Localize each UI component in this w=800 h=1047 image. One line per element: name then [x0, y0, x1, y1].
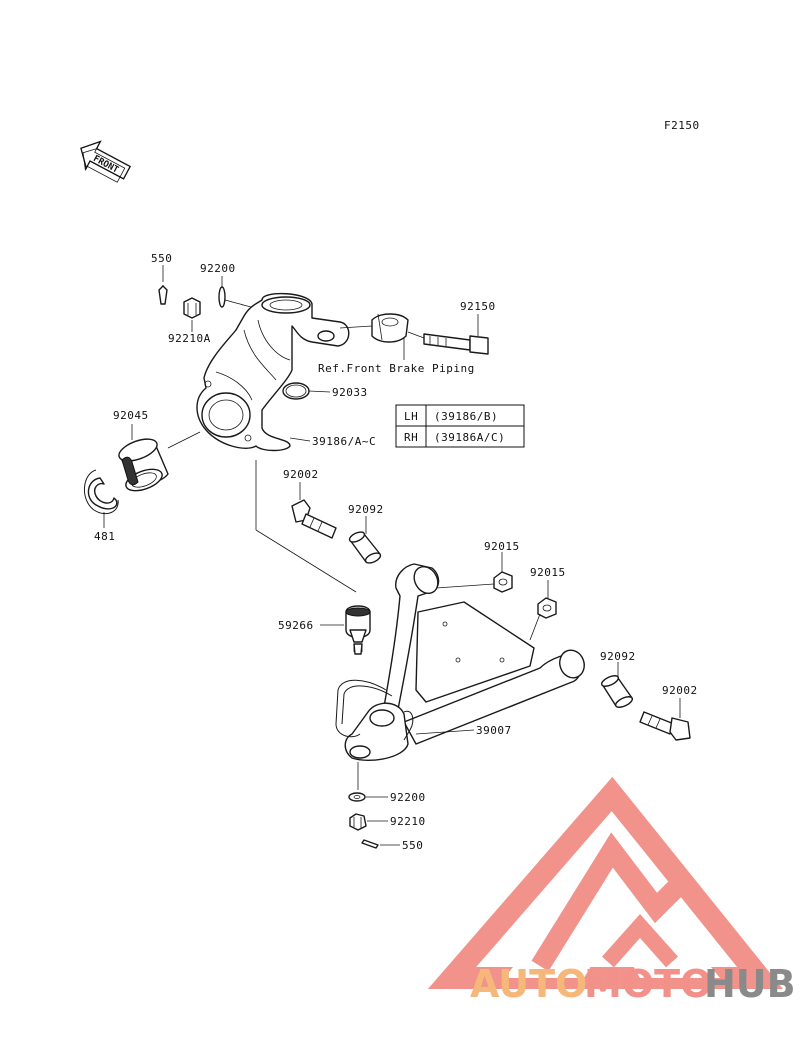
washer-top [218, 286, 226, 308]
snap-ring-92033 [282, 382, 310, 400]
washer-bottom [348, 792, 366, 802]
watermark-hub: HUB [704, 962, 796, 1006]
label-39186: 39186/A~C [312, 435, 376, 448]
label-92002-right: 92002 [662, 684, 698, 697]
label-481: 481 [94, 530, 115, 543]
label-92210A: 92210A [168, 332, 211, 345]
label-92033: 92033 [332, 386, 368, 399]
castle-nut-top [183, 297, 201, 319]
label-92210-bottom: 92210 [390, 815, 426, 828]
watermark-auto: AUTO [470, 962, 587, 1006]
cotter-pin-top [158, 285, 168, 305]
bushing-92092-right [600, 675, 634, 708]
watermark-moto: MOTO [584, 962, 712, 1006]
label-92092-right: 92092 [600, 650, 636, 663]
bolt-92002-top [291, 499, 337, 539]
label-92015-b: 92015 [530, 566, 566, 579]
label-92150: 92150 [460, 300, 496, 313]
label-550-bottom: 550 [402, 839, 423, 852]
label-92045: 92045 [113, 409, 149, 422]
label-59266: 59266 [278, 619, 314, 632]
label-39007: 39007 [476, 724, 512, 737]
table-side-lh: LH [404, 410, 418, 423]
nut-92015-b [537, 597, 557, 619]
bearing-92045 [118, 438, 169, 492]
circlip-481 [84, 469, 119, 515]
label-92092-top: 92092 [348, 503, 384, 516]
table-part-lh: (39186/B) [434, 410, 498, 423]
watermark-logo-icon [427, 776, 783, 989]
brake-collar [371, 313, 409, 343]
castle-nut-bottom [349, 813, 367, 831]
label-92002-top: 92002 [283, 468, 319, 481]
cotter-pin-bottom [361, 839, 379, 849]
front-arrow-icon: FRONT [80, 140, 132, 183]
watermark-brand: AUTO MOTO HUB [470, 962, 796, 1006]
table-side-rh: RH [404, 431, 418, 444]
steering-knuckle [196, 292, 350, 452]
nut-92015-a [493, 571, 513, 593]
label-550-top: 550 [151, 252, 172, 265]
bolt-92150 [423, 333, 489, 355]
label-92200-top: 92200 [200, 262, 236, 275]
label-92200-bottom: 92200 [390, 791, 426, 804]
label-92015-a: 92015 [484, 540, 520, 553]
side-table: LH (39186/B) RH (39186A/C) [395, 404, 525, 448]
a-arm-39007 [335, 563, 585, 761]
bushing-92092-top [348, 531, 382, 564]
ball-joint-59266 [345, 605, 371, 655]
label-ref-brake: Ref.Front Brake Piping [318, 362, 475, 375]
bolt-92002-right [639, 711, 691, 741]
table-part-rh: (39186A/C) [434, 431, 505, 444]
figure-code: F2150 [664, 119, 700, 132]
